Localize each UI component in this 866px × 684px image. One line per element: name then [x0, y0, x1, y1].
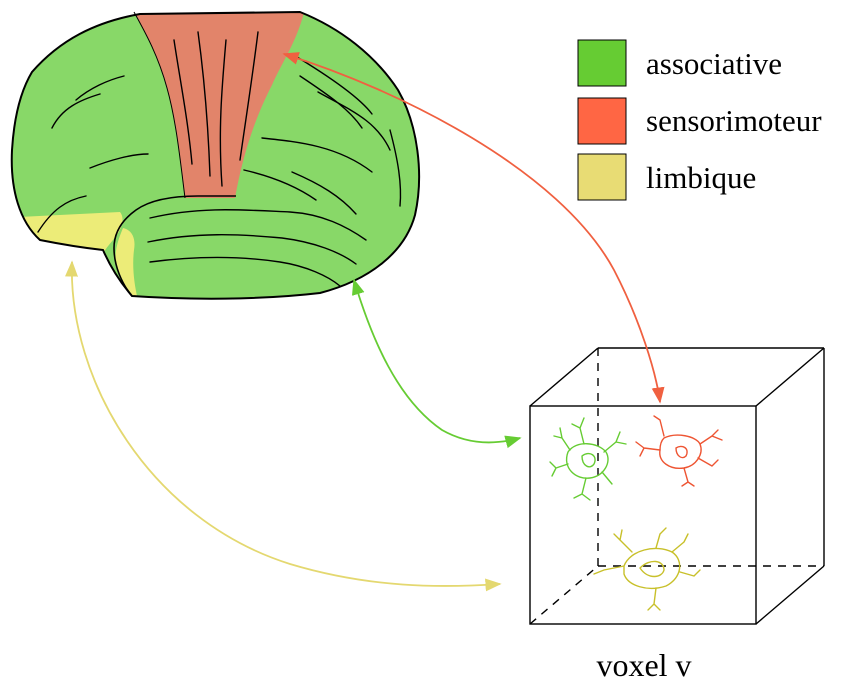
brain-map [10, 10, 421, 300]
legend-swatch-limbique [577, 153, 627, 201]
legend-label-associative: associative [646, 46, 782, 81]
legend-item-sensorimoteur: sensorimoteur [577, 97, 822, 145]
legend-item-limbique: limbique [577, 153, 756, 201]
sensorimotor-region [132, 12, 305, 198]
limbic-connection-arrow [65, 260, 502, 592]
legend-swatch-sensorimoteur [577, 97, 627, 145]
associative-connection-arrow [351, 278, 522, 449]
legend: associative sensorimoteur limbique [577, 39, 822, 201]
voxel-label: voxel v [596, 647, 691, 683]
neuron-sensorimotor [635, 415, 723, 487]
legend-label-limbique: limbique [646, 160, 756, 195]
neuron-limbic [593, 527, 701, 611]
legend-item-associative: associative [577, 39, 782, 87]
legend-label-sensorimoteur: sensorimoteur [646, 103, 822, 138]
sensorimotor-connection-arrow [282, 52, 665, 404]
neuron-associative [549, 417, 627, 501]
legend-swatch-associative [577, 39, 627, 87]
voxel-cube [529, 347, 825, 625]
limbic-region-lower [11, 212, 123, 252]
